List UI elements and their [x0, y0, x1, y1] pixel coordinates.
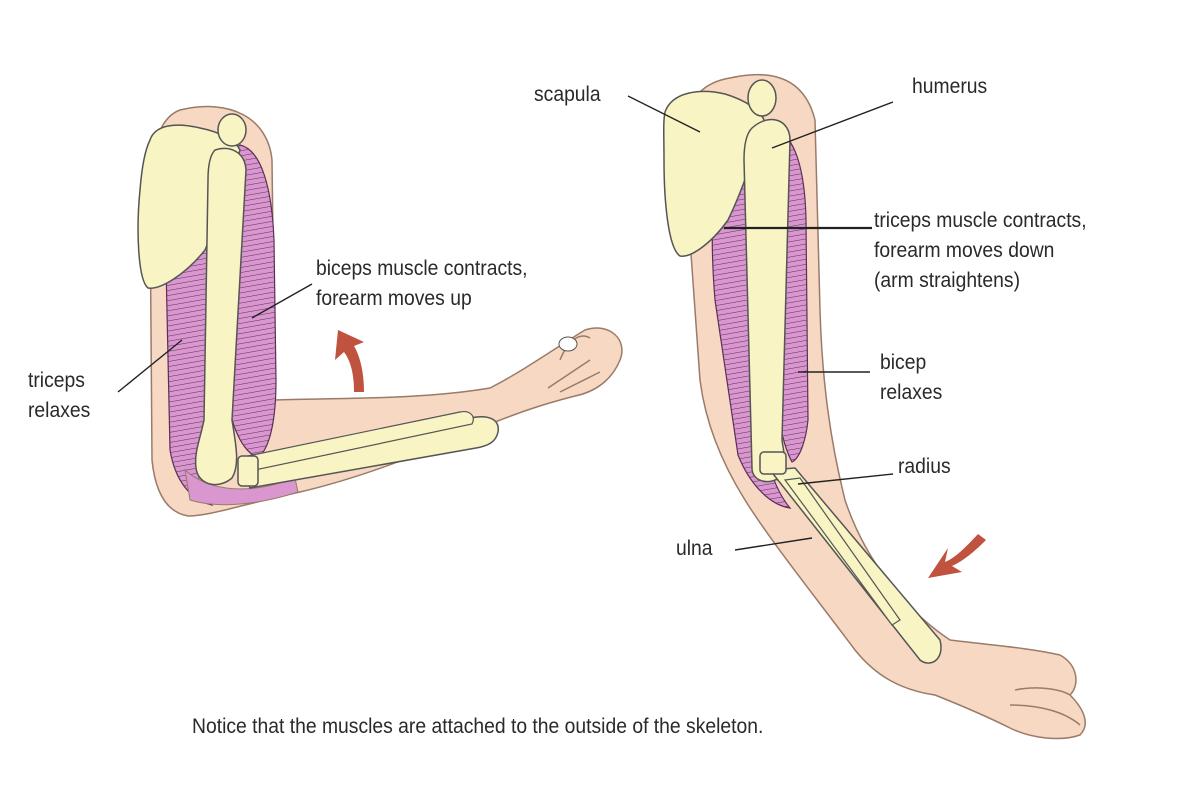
straight-elbow-joint	[759, 451, 787, 475]
bent-thumbnail	[558, 336, 578, 352]
straight-arm	[663, 74, 1086, 740]
leader-lines	[117, 95, 894, 551]
straight-ulna-bone	[783, 477, 901, 626]
bent-ulna-bone	[238, 416, 499, 489]
leader-humerus	[771, 101, 894, 149]
straight-hand-fingers	[1009, 687, 1081, 726]
leader-triceps-relaxes	[117, 339, 183, 393]
label-triceps-relaxes: triceps relaxes	[28, 369, 91, 422]
arrow-down-icon	[928, 534, 986, 578]
straight-shoulder-joint	[747, 79, 777, 117]
label-scapula: scapula	[534, 83, 601, 106]
label-triceps-contracts: triceps muscle contracts, forearm moves …	[874, 209, 1087, 292]
bent-shoulder-joint	[217, 113, 247, 147]
label-radius: radius	[898, 455, 951, 478]
leader-biceps-contracts	[251, 283, 313, 319]
bent-elbow-joint	[237, 455, 259, 487]
leader-radius	[797, 473, 894, 485]
leader-ulna	[734, 537, 813, 551]
label-bicep-relaxes: bicep relaxes	[880, 351, 943, 404]
bent-arm	[137, 105, 623, 517]
label-humerus: humerus	[912, 75, 988, 98]
arrow-up-icon	[335, 330, 364, 392]
leader-scapula	[627, 95, 701, 133]
straight-scapula-bone	[663, 90, 765, 257]
label-biceps-contracts: biceps muscle contracts, forearm moves u…	[316, 257, 528, 310]
bent-radius-bone	[247, 411, 474, 471]
diagram-caption: Notice that the muscles are attached to …	[192, 715, 764, 738]
label-ulna: ulna	[676, 537, 713, 560]
bent-humerus-bone	[194, 147, 247, 486]
